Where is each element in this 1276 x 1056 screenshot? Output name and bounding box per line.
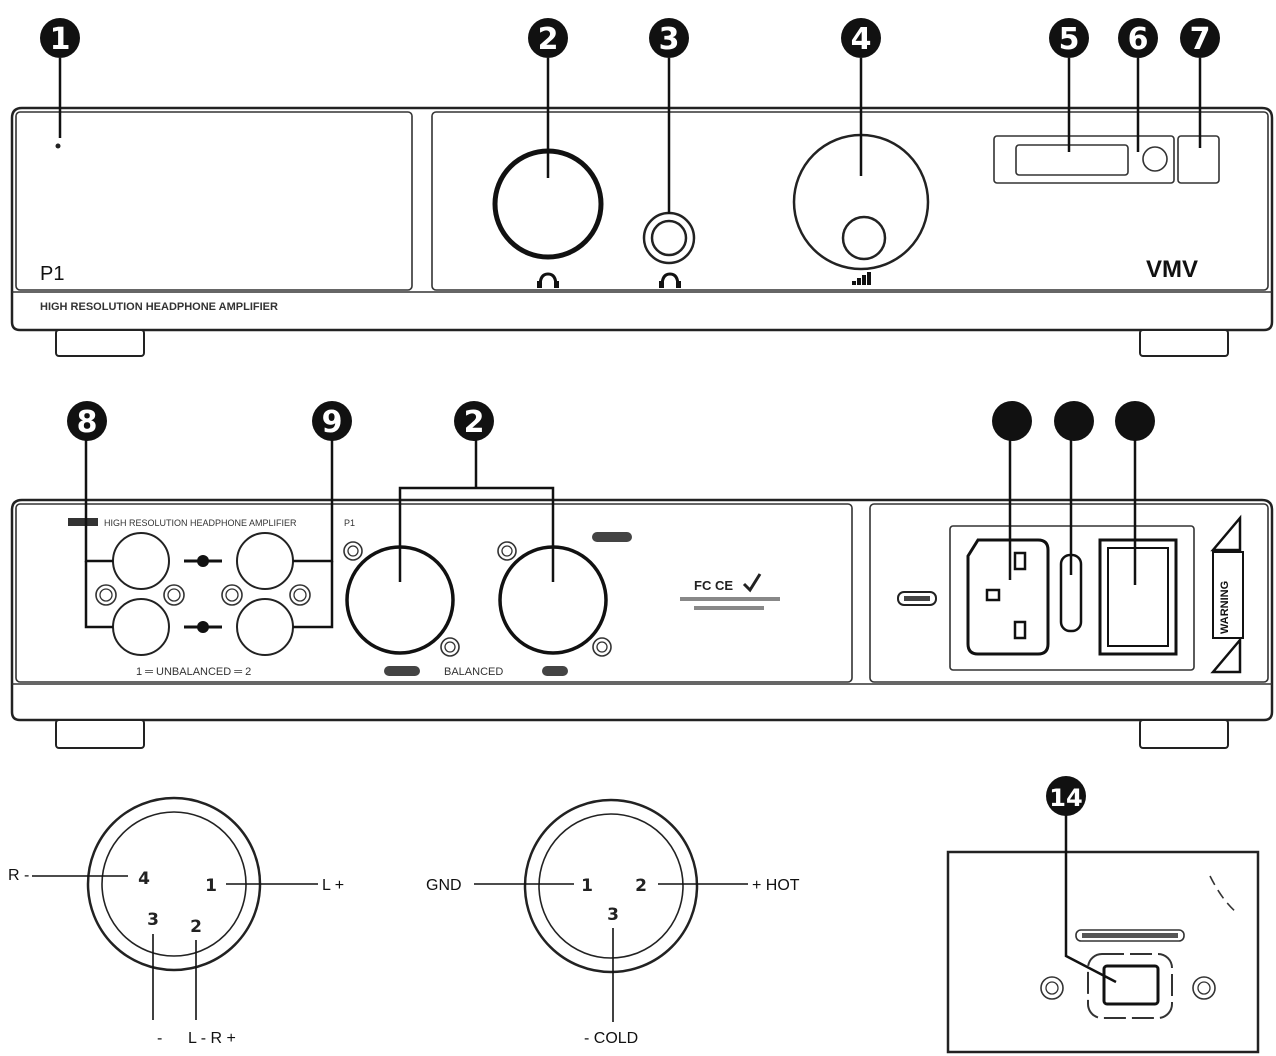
svg-text:4: 4 — [851, 22, 872, 57]
xlr3-connector-diagram: 1 2 3 GND + HOT - COLD — [426, 798, 800, 1047]
svg-text:6: 6 — [1128, 22, 1149, 57]
power-led-indicator — [55, 143, 61, 149]
rear-model-label: P1 — [344, 518, 355, 528]
rear-input-area — [15, 503, 853, 683]
front-foot-left — [55, 329, 145, 357]
callout-14: 14 — [1046, 776, 1086, 816]
svg-text:2: 2 — [538, 22, 559, 57]
output-tag — [592, 532, 632, 542]
front-foot-right — [1139, 329, 1229, 357]
callout-2-rear: 2 — [454, 401, 494, 441]
callout-3: 3 — [649, 18, 689, 58]
gain-selector-switch — [1102, 964, 1160, 1006]
warning-label: WARNING — [1210, 514, 1244, 674]
callout-blank-1 — [992, 401, 1032, 441]
unbalanced-label: 1 ═ UNBALANCED ═ 2 — [136, 666, 251, 678]
svg-text:8: 8 — [77, 405, 98, 440]
xlr4-connector-diagram: 4 1 3 2 R - L + - L - R + — [8, 796, 344, 1047]
rear-brand-mark — [68, 518, 98, 526]
svg-text:2: 2 — [464, 405, 485, 440]
brand-logo: VMV — [1146, 256, 1198, 283]
channel-indicator-r — [184, 555, 222, 567]
label-r-minus: R - — [8, 867, 29, 884]
headphone-icon-small — [659, 272, 681, 288]
headphone-icon — [537, 272, 559, 288]
callout-1: 1 — [40, 18, 80, 58]
xlr-left-tag — [384, 666, 420, 676]
pin-cold: 3 — [607, 905, 619, 925]
callout-2-front: 2 — [528, 18, 568, 58]
svg-text:7: 7 — [1190, 22, 1211, 57]
callout-8: 8 — [67, 401, 107, 441]
svg-text:FC CE: FC CE — [694, 578, 733, 593]
voltage-selector-switch — [1098, 538, 1178, 656]
label-cold: - COLD — [584, 1030, 638, 1047]
front-panel: P1 HIGH RESOLUTION HEADPHONE AMPLIFIER — [10, 106, 1274, 357]
bottom-panel-detail — [946, 814, 1260, 1054]
rear-caption: HIGH RESOLUTION HEADPHONE AMPLIFIER — [104, 518, 297, 528]
svg-text:5: 5 — [1059, 22, 1080, 57]
ac-in-tag — [897, 591, 937, 606]
rca-input-1-right — [112, 532, 170, 590]
rear-panel: HIGH RESOLUTION HEADPHONE AMPLIFIER P1 1… — [10, 498, 1274, 749]
callout-6: 6 — [1118, 18, 1158, 58]
pin-1: 1 — [205, 876, 217, 896]
balanced-label: BALANCED — [444, 666, 503, 678]
front-left-window — [15, 111, 413, 291]
front-model-label: P1 — [40, 263, 64, 285]
display-housing — [993, 135, 1175, 184]
xlr-right-tag — [542, 666, 568, 676]
front-control-area — [431, 111, 1269, 291]
label-minus: - — [157, 1030, 162, 1047]
volume-level-icon — [852, 272, 871, 285]
callout-9: 9 — [312, 401, 352, 441]
pin-gnd: 1 — [581, 876, 593, 896]
callout-blank-2 — [1054, 401, 1094, 441]
callout-blank-3 — [1115, 401, 1155, 441]
pin-4: 4 — [138, 869, 150, 889]
callout-7: 7 — [1180, 18, 1220, 58]
label-hot: + HOT — [752, 877, 800, 894]
rear-foot-left — [55, 719, 145, 749]
rear-leader-lines — [84, 440, 1137, 629]
power-switch — [1177, 135, 1220, 184]
certification-marks: FC CE — [680, 573, 780, 610]
front-caption: HIGH RESOLUTION HEADPHONE AMPLIFIER — [40, 301, 278, 313]
svg-text:3: 3 — [659, 22, 680, 57]
rca-input-1-left — [112, 598, 170, 656]
svg-text:14: 14 — [1049, 784, 1082, 812]
callout-4: 4 — [841, 18, 881, 58]
rear-power-area — [869, 503, 1269, 683]
svg-text:1: 1 — [50, 22, 71, 57]
label-l-minus-r-plus: L - R + — [188, 1030, 236, 1047]
channel-indicator-l — [184, 621, 222, 633]
svg-text:WARNING: WARNING — [1219, 581, 1231, 634]
rca-input-2-left — [236, 598, 294, 656]
pin-2: 2 — [190, 917, 202, 937]
label-l-plus: L + — [322, 877, 344, 894]
iec-power-socket — [966, 538, 1050, 656]
front-leader-lines — [58, 58, 1202, 214]
svg-text:9: 9 — [322, 405, 343, 440]
rca-input-2-right — [236, 532, 294, 590]
pin-3: 3 — [147, 910, 159, 930]
ir-sensor — [1142, 146, 1168, 172]
label-gnd: GND — [426, 877, 462, 894]
callout-5: 5 — [1049, 18, 1089, 58]
pin-hot: 2 — [635, 876, 647, 896]
rear-foot-right — [1139, 719, 1229, 749]
display-window — [1015, 144, 1129, 176]
gain-selector-outline — [1087, 953, 1173, 1019]
